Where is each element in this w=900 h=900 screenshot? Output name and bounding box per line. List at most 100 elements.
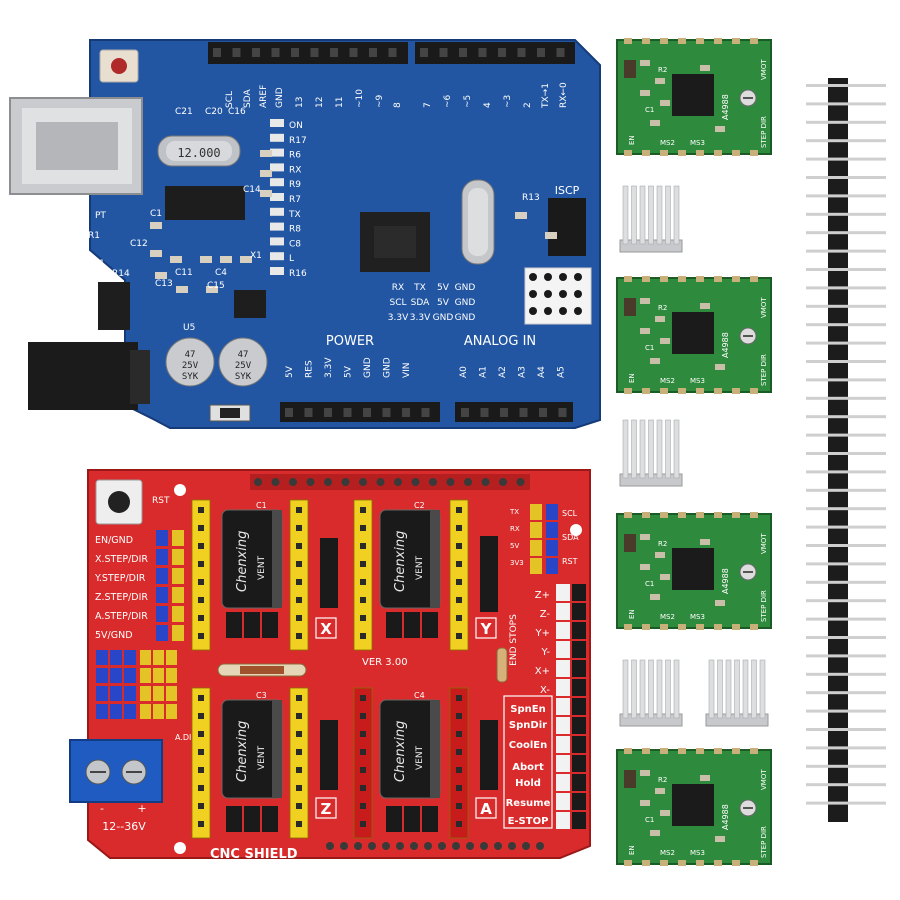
cap-label: C3	[256, 691, 267, 700]
cnc-small-label: RX	[510, 525, 520, 533]
header-pin	[806, 268, 886, 271]
uno-component-label: X1	[250, 251, 262, 261]
cnc-left-label: X.STEP/DIR	[95, 554, 148, 565]
analog-header	[455, 402, 573, 422]
blue-jumper-pin	[96, 686, 108, 701]
white-header-pin	[556, 774, 570, 791]
driver-socket	[449, 687, 469, 839]
uno-analog-pin-label: A3	[518, 366, 528, 378]
uno-digital-pin-label: 12	[315, 97, 325, 108]
header-hole	[330, 48, 338, 57]
power-terminal-block	[69, 739, 163, 803]
pad	[529, 290, 537, 298]
header-hole	[213, 48, 221, 57]
cap-label: C1	[256, 501, 267, 510]
uno-i2c-label: SCL	[389, 298, 406, 308]
jumper-cap	[226, 806, 242, 832]
header-hole	[341, 478, 350, 486]
white-header-pin	[556, 679, 570, 696]
uno-i2c-label: TX	[413, 283, 426, 293]
blue-jumper-pin	[110, 668, 122, 683]
uno-power-pin-label: RES	[305, 360, 315, 378]
blue-jumper-pin	[124, 668, 136, 683]
driver-bottom-label: MS2	[660, 377, 675, 385]
uno-led-label: R9	[289, 180, 301, 190]
smd-part	[220, 256, 232, 263]
header-hole	[508, 842, 516, 850]
driver-socket	[191, 687, 211, 839]
driver-side-label: EN	[628, 845, 636, 855]
uno-led-label: R8	[289, 225, 301, 235]
uno-digital-pin-label: ~5	[463, 95, 473, 108]
driver-side-label: EN	[628, 135, 636, 145]
blue-jumper-pin	[110, 704, 122, 719]
yellow-header-pin	[530, 522, 542, 538]
icsp-label: ISCP	[555, 184, 580, 197]
driver-side-label: VMOT	[760, 533, 768, 554]
uno-analog-pin-label: A5	[557, 366, 567, 378]
uno-digital-pin-label: 7	[423, 102, 433, 108]
header-pin	[806, 323, 886, 327]
driver-bottom-label: MS2	[660, 139, 675, 147]
driver-bottom-label: MS3	[690, 849, 705, 857]
header-pin	[806, 84, 886, 87]
yellow-jumper-pin	[153, 668, 164, 683]
driver-socket	[289, 499, 309, 651]
pad	[544, 290, 552, 298]
yellow-header-pin	[172, 625, 184, 641]
driver-part-label: R2	[658, 540, 667, 548]
blue-jumper-pin	[124, 650, 136, 665]
header-hole	[498, 48, 506, 57]
header-pin	[806, 396, 886, 400]
header-pin	[806, 120, 886, 124]
uno-digital-pin-label: TX→1	[541, 83, 551, 109]
uno-led-label: R6	[289, 151, 301, 161]
blue-jumper-pin	[96, 704, 108, 719]
header-hole	[304, 408, 313, 417]
smd-led	[270, 119, 284, 127]
smd-led	[270, 163, 284, 172]
header-hole	[516, 478, 525, 486]
black-header-pin	[572, 584, 586, 601]
header-hole	[481, 478, 490, 486]
smd-led	[270, 133, 284, 142]
yellow-header-pin	[530, 540, 542, 556]
black-header-pin	[572, 660, 586, 677]
blue-jumper-pin	[110, 686, 122, 701]
header-hole	[499, 478, 507, 486]
uno-component-label: C21	[175, 107, 193, 117]
header-hole	[556, 48, 565, 57]
header-pin	[806, 709, 886, 713]
header-hole	[461, 408, 469, 417]
control-label: Hold	[515, 778, 541, 789]
smd-part	[206, 286, 218, 293]
header-pin	[806, 764, 886, 768]
uno-digital-pin-label: ~6	[443, 94, 453, 108]
header-pin	[806, 617, 886, 621]
header-pin	[806, 157, 886, 161]
icsp-header: ISCP	[548, 184, 586, 256]
control-label: Resume	[506, 798, 551, 809]
header-hole	[459, 48, 467, 57]
cnc-small-label: TX	[509, 508, 519, 516]
pad	[529, 307, 537, 315]
driver-bottom-label: MS3	[690, 377, 705, 385]
male-pin-header-strip	[806, 78, 886, 822]
cap-vent: VENT	[257, 745, 267, 770]
white-header-pin	[556, 584, 570, 601]
header-hole	[558, 408, 567, 417]
blue-jumper-pin	[124, 686, 136, 701]
uno-digital-pin-label: AREF	[259, 85, 269, 108]
blue-header-pin	[546, 522, 558, 538]
white-header-pin	[556, 698, 570, 715]
header-hole	[536, 842, 544, 850]
cnc-left-label: EN/GND	[95, 535, 133, 546]
uno-component-label: C1	[150, 209, 162, 219]
header-hole	[376, 478, 385, 486]
white-header-pin	[556, 603, 570, 620]
blue-header-pin	[156, 606, 168, 622]
yellow-jumper-pin	[166, 686, 177, 701]
yellow-header-pin	[530, 558, 542, 574]
